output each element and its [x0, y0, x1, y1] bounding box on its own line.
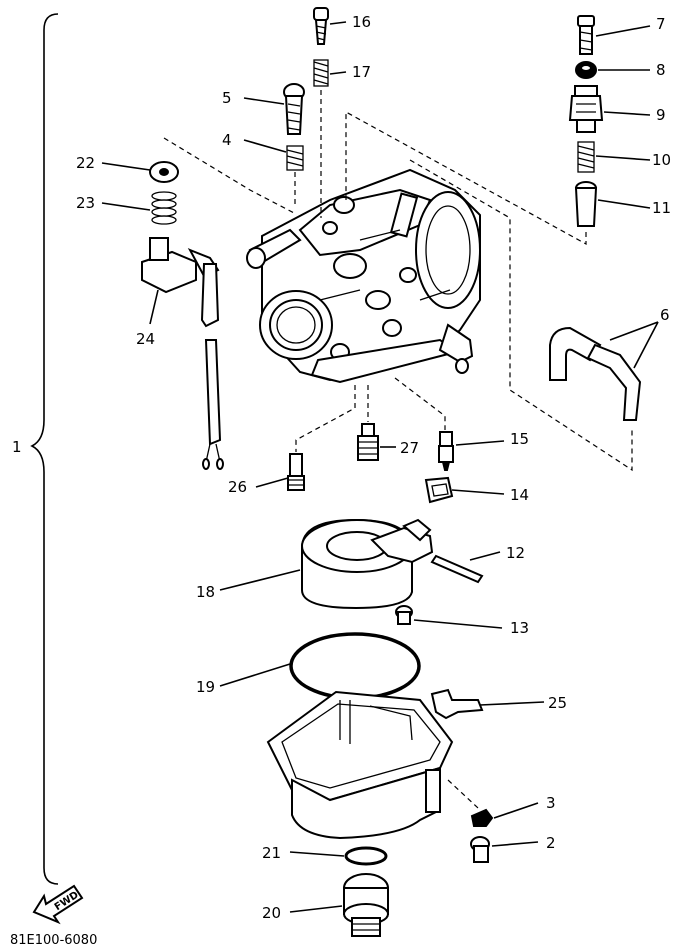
screw-7 [577, 15, 595, 55]
callout-11: 11 [652, 199, 671, 217]
callout-labels: 1 2 3 4 5 6 7 8 9 10 11 12 13 14 15 16 1… [12, 13, 671, 922]
callout-5: 5 [222, 89, 232, 107]
callout-25: 25 [548, 694, 567, 712]
callout-15: 15 [510, 430, 529, 448]
adjuster-9 [568, 85, 604, 133]
float-18 [301, 518, 434, 610]
hose-6 [549, 326, 642, 421]
spring-17 [313, 59, 329, 87]
float-bowl [266, 690, 454, 840]
callout-24: 24 [136, 330, 155, 348]
spring-23 [151, 191, 177, 225]
assembly-bracket [30, 13, 59, 885]
callout-18: 18 [196, 583, 215, 601]
bracket-25 [430, 688, 484, 720]
callout-10: 10 [652, 151, 671, 169]
callout-1: 1 [12, 438, 22, 456]
spring-10 [577, 141, 595, 173]
spring-4 [286, 145, 304, 171]
screw-2 [470, 836, 490, 863]
plunger-11 [574, 181, 598, 227]
cap-22 [149, 161, 179, 183]
drawing-code: 81E100-6080 [10, 933, 97, 948]
o-ring-21 [344, 846, 388, 866]
callout-3: 3 [546, 794, 556, 812]
main-jet-26 [287, 453, 305, 491]
drain-plug-20 [343, 873, 389, 937]
callout-19: 19 [196, 678, 215, 696]
callout-14: 14 [510, 486, 529, 504]
throttle-stop-screw-5 [283, 83, 305, 135]
clip-14 [424, 476, 454, 504]
callout-27: 27 [400, 439, 419, 457]
callout-4: 4 [222, 131, 232, 149]
carburetor-body [246, 168, 481, 384]
callout-22: 22 [76, 154, 95, 172]
callout-12: 12 [506, 544, 525, 562]
callout-16: 16 [352, 13, 371, 31]
callout-17: 17 [352, 63, 371, 81]
callout-8: 8 [656, 61, 666, 79]
leader-lines [101, 21, 659, 913]
cable [202, 339, 224, 470]
callout-7: 7 [656, 15, 666, 33]
callout-9: 9 [656, 106, 666, 124]
callout-21: 21 [262, 844, 281, 862]
nut-8 [575, 61, 597, 79]
callout-6: 6 [660, 306, 670, 324]
gasket-19 [289, 632, 421, 700]
callout-26: 26 [228, 478, 247, 496]
fwd-arrow-icon: FWD [32, 884, 84, 925]
screw-13 [395, 605, 413, 625]
callout-23: 23 [76, 194, 95, 212]
pilot-screw-16 [313, 7, 329, 45]
float-pin-12 [430, 554, 484, 584]
washer-3 [470, 808, 494, 827]
callout-2: 2 [546, 834, 556, 852]
callout-13: 13 [510, 619, 529, 637]
needle-jet-27 [357, 423, 379, 461]
starter-plunger-24 [141, 237, 220, 328]
needle-valve-15 [438, 431, 454, 471]
callout-20: 20 [262, 904, 281, 922]
